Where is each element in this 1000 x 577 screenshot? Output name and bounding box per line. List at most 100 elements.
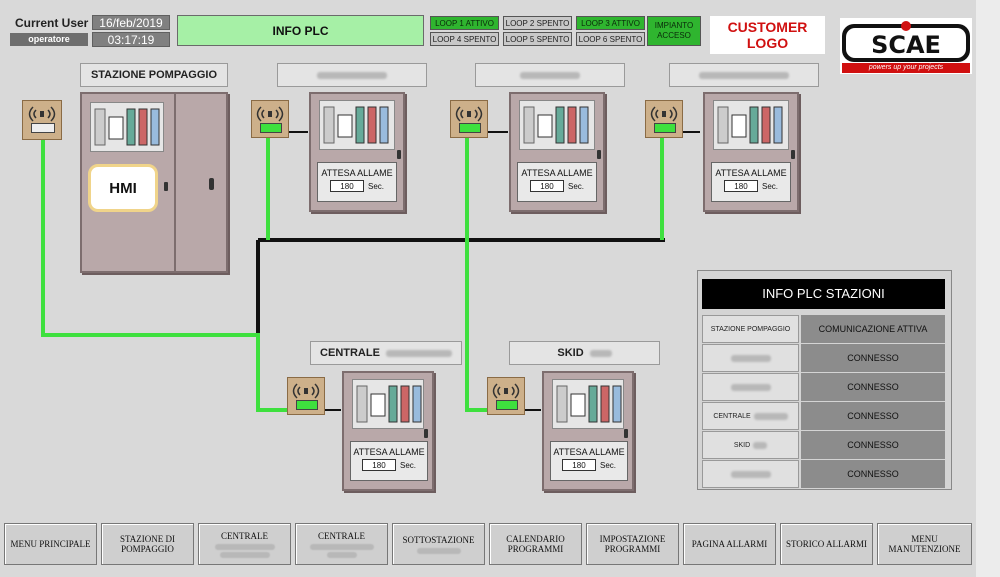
- info-row-name[interactable]: SKID: [702, 431, 799, 459]
- station-centrale-label[interactable]: CENTRALE: [310, 341, 462, 365]
- plc-panel: [319, 100, 395, 150]
- nav-menu-principale[interactable]: MENU PRINCIPALE: [4, 523, 97, 565]
- info-row-status: CONNESSO: [801, 344, 945, 372]
- lock-icon: [624, 429, 628, 438]
- antenna-icon: [492, 383, 520, 399]
- scae-tagline: powers up your projects: [868, 64, 944, 71]
- nav-label-redacted: [214, 543, 275, 550]
- svg-text:SCAE: SCAE: [871, 31, 941, 59]
- attesa-label: ATTESA ALLAME: [715, 168, 787, 178]
- nav-label-redacted: [219, 551, 270, 558]
- lock-icon: [597, 150, 601, 159]
- hmi-panel[interactable]: HMI: [88, 164, 158, 212]
- radio-module: [496, 400, 518, 410]
- time-display: 03:17:19: [92, 32, 170, 47]
- loop-4-indicator: LOOP 4 SPENTO: [430, 32, 499, 46]
- attesa-value-field[interactable]: 180: [361, 459, 396, 471]
- lock-icon: [397, 150, 401, 159]
- info-row: STAZIONE POMPAGGIO COMUNICAZIONE ATTIVA: [702, 315, 945, 343]
- nav-centrale-1[interactable]: CENTRALE: [198, 523, 291, 565]
- attesa-label: ATTESA ALLAME: [321, 168, 393, 178]
- attesa-unit: Sec.: [367, 181, 384, 191]
- info-row-name-text: CENTRALE: [713, 412, 751, 420]
- plc-modules: [717, 106, 783, 144]
- nav-label: SOTTOSTAZIONE: [402, 534, 475, 545]
- attesa-value-field[interactable]: 180: [329, 180, 364, 192]
- station-4-name-redacted: [699, 71, 789, 79]
- info-row-name[interactable]: [702, 373, 799, 401]
- info-row-name-redacted: [753, 412, 788, 420]
- nav-sottostazione[interactable]: SOTTOSTAZIONE: [392, 523, 485, 565]
- antenna-icon: [455, 106, 483, 122]
- attesa-value-field[interactable]: 180: [723, 180, 758, 192]
- station-4-label[interactable]: [669, 63, 819, 87]
- right-edge-gutter: [976, 0, 1000, 577]
- info-plc-button[interactable]: INFO PLC: [177, 15, 424, 46]
- lock-icon: [164, 182, 168, 191]
- info-row-name[interactable]: CENTRALE: [702, 402, 799, 430]
- station-2-label[interactable]: [277, 63, 427, 87]
- station-skid-text: SKID: [557, 347, 584, 359]
- antenna-box-pompaggio: [22, 100, 62, 140]
- info-row-name[interactable]: STAZIONE POMPAGGIO: [702, 315, 799, 343]
- info-plc-stazioni-panel: INFO PLC STAZIONI STAZIONE POMPAGGIO COM…: [697, 270, 952, 490]
- nav-label-2: MANUTENZIONE: [888, 544, 961, 554]
- lock-icon: [791, 150, 795, 159]
- attesa-label: ATTESA ALLAME: [521, 168, 593, 178]
- info-row-name[interactable]: [702, 460, 799, 488]
- scae-logo-graphic: SCAE: [842, 21, 970, 73]
- station-skid-label[interactable]: SKID: [509, 341, 660, 365]
- station-3-label[interactable]: [475, 63, 625, 87]
- skid-name-redacted: [589, 349, 612, 357]
- info-row-name-redacted: [730, 470, 771, 478]
- info-row-name-redacted: [730, 383, 771, 391]
- attesa-value-field[interactable]: 180: [529, 180, 564, 192]
- loop-5-indicator: LOOP 5 SPENTO: [503, 32, 572, 46]
- nav-pagina-allarmi[interactable]: PAGINA ALLARMI: [683, 523, 776, 565]
- info-panel-title: INFO PLC STAZIONI: [702, 279, 945, 309]
- cabinet-divider: [174, 94, 176, 271]
- plc-modules: [556, 385, 622, 423]
- lock-icon: [424, 429, 428, 438]
- attesa-value-field[interactable]: 180: [561, 459, 596, 471]
- attesa-unit: Sec.: [399, 460, 416, 470]
- antenna-icon: [28, 106, 56, 122]
- date-display: 16/feb/2019: [92, 15, 170, 30]
- info-row: SKID CONNESSO: [702, 431, 945, 459]
- loop-1-indicator: LOOP 1 ATTIVO: [430, 16, 499, 30]
- customer-logo: CUSTOMER LOGO: [710, 16, 825, 54]
- radio-module: [459, 123, 481, 133]
- station-pompaggio-label[interactable]: STAZIONE POMPAGGIO: [80, 63, 228, 87]
- nav-label: CENTRALE: [318, 530, 365, 541]
- plc-panel: [519, 100, 595, 150]
- attesa-unit: Sec.: [567, 181, 584, 191]
- antenna-box-station-3: [450, 100, 488, 138]
- impianto-status: IMPIANTO ACCESO: [647, 16, 701, 46]
- hmi-label: HMI: [109, 179, 137, 197]
- antenna-icon: [256, 106, 284, 122]
- radio-module: [654, 123, 676, 133]
- nav-label: CALENDARIO: [506, 534, 565, 544]
- cabinet-pompaggio[interactable]: HMI: [80, 92, 228, 273]
- nav-centrale-2[interactable]: CENTRALE: [295, 523, 388, 565]
- nav-label-2: POMPAGGIO: [121, 544, 174, 554]
- info-row-status: CONNESSO: [801, 460, 945, 488]
- info-row-status: CONNESSO: [801, 431, 945, 459]
- attesa-unit: Sec.: [599, 460, 616, 470]
- info-row-name-text: STAZIONE POMPAGGIO: [710, 325, 791, 333]
- nav-storico-allarmi[interactable]: STORICO ALLARMI: [780, 523, 873, 565]
- info-row-name[interactable]: [702, 344, 799, 372]
